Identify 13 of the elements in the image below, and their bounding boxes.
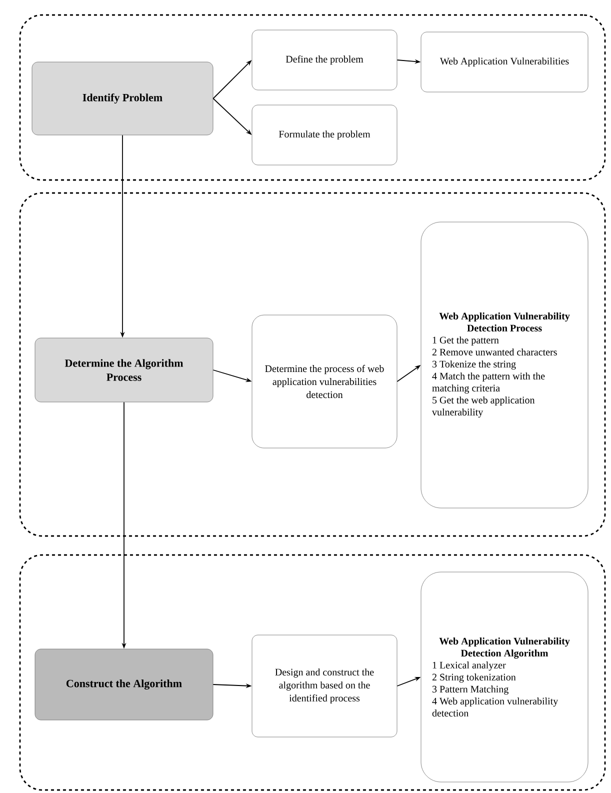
dashed-group bbox=[19, 14, 606, 181]
rounded-box: Determine the process of web application vulnerabilities detection bbox=[252, 314, 398, 448]
rounded-box: Formulate the problem bbox=[252, 104, 398, 166]
process-box: Identify Problem bbox=[32, 62, 214, 136]
process-box: Determine the Algorithm Process bbox=[34, 338, 214, 402]
rounded-box: Web Application Vulnerabilities bbox=[420, 32, 588, 92]
list-box: Web Application Vulnerability Detection Algorithm 1 Lexical analyzer 2 String tokenization 3 Pattern Matching 4 Web application vulnerability detection bbox=[420, 572, 588, 782]
dashed-group bbox=[19, 192, 606, 537]
process-box: Construct the Algorithm bbox=[34, 648, 214, 720]
list-box: Web Application Vulnerability Detection Process 1 Get the pattern 2 Remove unwanted characters 3 Tokenize the string 4 Match the pattern with the matching criteria 5 Get the web application vulnerability bbox=[420, 222, 588, 508]
dashed-group bbox=[19, 554, 606, 791]
rounded-box: Define the problem bbox=[252, 30, 398, 90]
rounded-box: Design and construct the algorithm based on the identified process bbox=[252, 634, 398, 738]
